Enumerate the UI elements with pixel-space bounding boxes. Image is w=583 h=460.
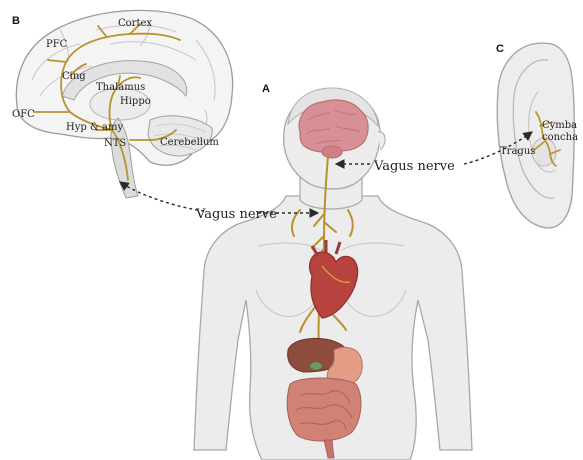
brain-sagittal-illustration: Cortex PFC Cing Thalamus Hippo OFC Hyp &… [12, 10, 233, 198]
label-thalamus: Thalamus [96, 82, 145, 93]
label-pfc: PFC [46, 39, 68, 50]
ear-illustration: Cymba concha Tragus [497, 43, 578, 228]
label-vagus-nerve-brain: Vagus nerve [373, 159, 455, 174]
label-cymba-line1: Cymba [542, 120, 577, 131]
label-hyp-amy: Hyp & amy [66, 122, 123, 133]
panel-label-a: A [262, 83, 270, 95]
label-ofc: OFC [12, 109, 35, 120]
panel-label-b: B [12, 15, 20, 27]
label-cymba-line2: concha [542, 132, 578, 143]
body-brain [299, 100, 368, 152]
label-hippo: Hippo [120, 96, 151, 107]
panel-label-c: C [496, 43, 504, 55]
label-cortex: Cortex [118, 18, 152, 29]
label-cing: Cing [62, 71, 86, 82]
label-nts: NTS [104, 138, 126, 149]
label-cerebellum: Cerebellum [160, 137, 219, 148]
human-body-illustration [194, 88, 472, 460]
label-vagus-nerve-body: Vagus nerve [195, 207, 277, 222]
